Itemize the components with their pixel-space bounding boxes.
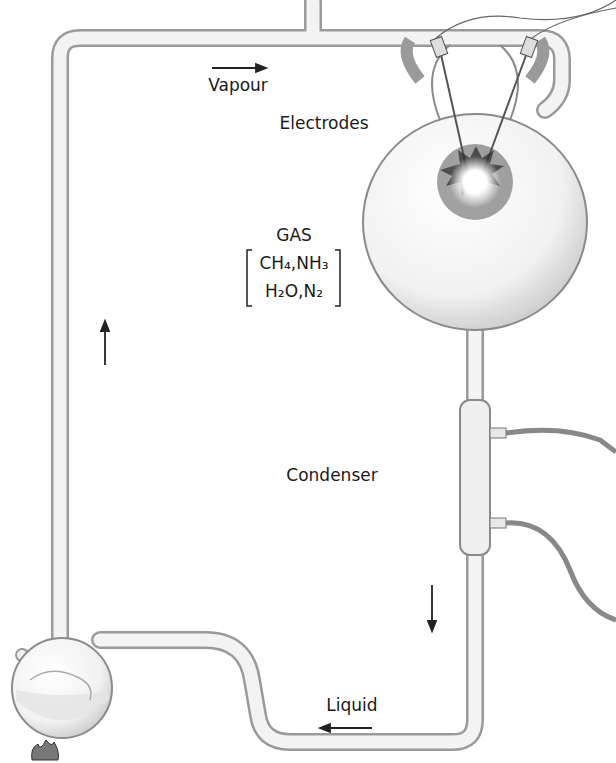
- flame: [32, 740, 59, 760]
- flow-label: Liquid: [326, 696, 377, 716]
- spark: [437, 144, 513, 220]
- part-label: Condenser: [286, 466, 377, 486]
- flow-arrows: [101, 64, 436, 732]
- glass-tubing: [22, 2, 562, 742]
- gas-formula: H₂O,N₂: [265, 282, 323, 302]
- flow-label: Vapour: [208, 76, 268, 96]
- gas-heading: GAS: [276, 226, 312, 246]
- bracket: [247, 250, 340, 306]
- condenser: [460, 400, 616, 620]
- part-label: Electrodes: [279, 114, 368, 134]
- gas-formula: CH₄,NH₃: [259, 254, 328, 274]
- spark-flask: [363, 114, 587, 330]
- boiling-flask: [12, 638, 112, 738]
